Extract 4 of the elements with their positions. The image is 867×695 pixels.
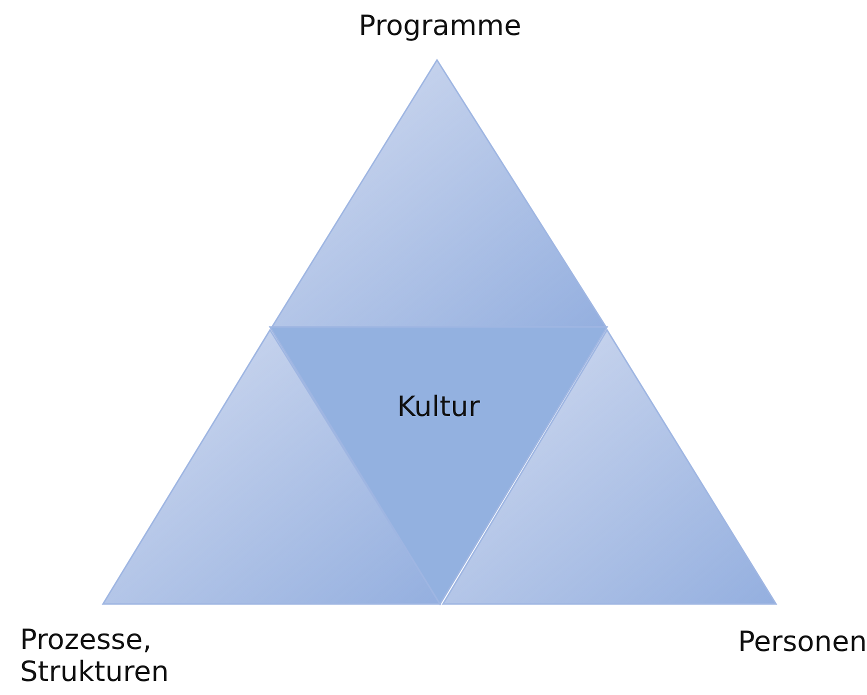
triangle-label: Prozesse, Strukturen xyxy=(20,624,170,688)
triangle-label: Kultur xyxy=(396,391,481,424)
triangle-label: Personen xyxy=(736,626,867,658)
triangle-label: Programme xyxy=(358,10,522,42)
